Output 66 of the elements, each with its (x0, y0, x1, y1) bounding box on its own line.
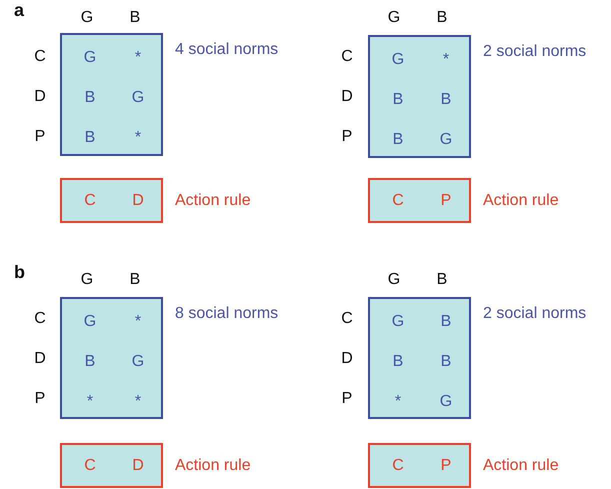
social-norm-table (60, 297, 163, 419)
social-norm-table (368, 35, 471, 158)
axis-label: B (436, 9, 448, 27)
axis-label: C (33, 310, 47, 328)
axis-label: C (340, 48, 354, 66)
panel-letter: b (14, 263, 26, 281)
action-rule-label: Action rule (175, 192, 251, 210)
axis-label: B (128, 9, 142, 27)
norm-entry: G (82, 313, 98, 331)
norm-entry: B (392, 131, 404, 149)
axis-label: B (436, 271, 448, 289)
action-rule-label: Action rule (175, 457, 251, 475)
norm-count: 2 social norms (483, 43, 586, 61)
action-rule-label: Action rule (483, 457, 559, 475)
axis-label: P (34, 390, 46, 408)
norm-entry: B (440, 313, 452, 331)
axis-label: D (33, 350, 47, 368)
action-entry: P (440, 457, 452, 475)
action-rule-label: Action rule (483, 192, 559, 210)
axis-label: P (34, 128, 46, 146)
axis-label: B (128, 271, 142, 289)
norm-count: 8 social norms (175, 305, 278, 323)
norm-entry: * (134, 393, 142, 411)
norm-entry: * (86, 393, 94, 411)
norm-entry: B (392, 91, 404, 109)
axis-label: C (340, 310, 354, 328)
norm-entry: G (390, 313, 406, 331)
norm-entry: B (84, 89, 96, 107)
action-entry: P (440, 192, 452, 210)
axis-label: G (80, 271, 94, 289)
norm-entry: G (390, 51, 406, 69)
norm-entry: * (134, 313, 142, 331)
action-entry: C (391, 192, 405, 210)
norm-entry: G (438, 393, 454, 411)
norm-entry: * (134, 49, 142, 67)
axis-label: D (33, 88, 47, 106)
action-entry: C (83, 457, 97, 475)
norm-entry: G (130, 89, 146, 107)
action-entry: C (391, 457, 405, 475)
axis-label: P (340, 128, 354, 146)
axis-label: G (386, 271, 402, 289)
axis-label: C (33, 48, 47, 66)
norm-entry: G (438, 131, 454, 149)
norm-count: 4 social norms (175, 41, 278, 59)
norm-entry: G (130, 353, 146, 371)
norm-entry: B (84, 129, 96, 147)
axis-label: G (80, 9, 94, 27)
social-norm-table (368, 297, 471, 419)
action-entry: C (83, 192, 97, 210)
norm-entry: * (134, 129, 142, 147)
social-norm-table (60, 33, 163, 156)
action-entry: D (131, 192, 145, 210)
axis-label: P (340, 390, 354, 408)
norm-entry: B (392, 353, 404, 371)
axis-label: D (340, 88, 354, 106)
norm-entry: B (440, 353, 452, 371)
axis-label: D (340, 350, 354, 368)
norm-count: 2 social norms (483, 305, 586, 323)
panel-letter: a (14, 1, 26, 19)
axis-label: G (386, 9, 402, 27)
norm-entry: B (84, 353, 96, 371)
action-entry: D (131, 457, 145, 475)
norm-entry: G (82, 49, 98, 67)
norm-entry: * (442, 51, 450, 69)
norm-entry: * (394, 393, 402, 411)
norm-entry: B (440, 91, 452, 109)
